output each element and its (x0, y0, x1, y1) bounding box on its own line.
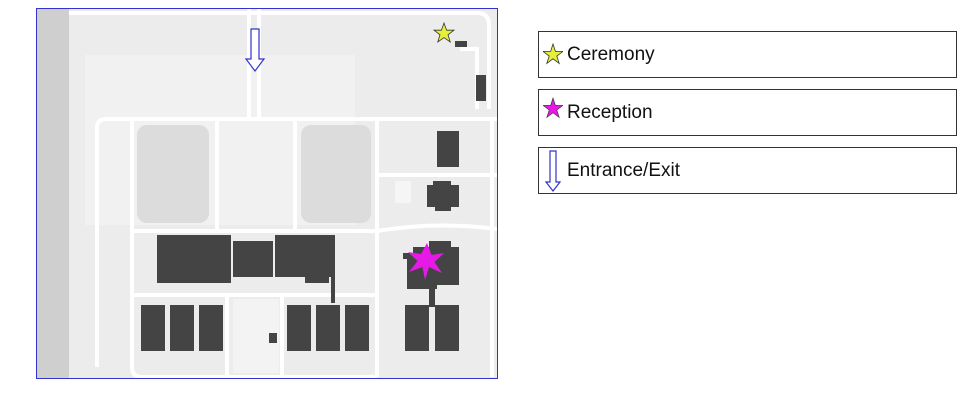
down-arrow-icon (543, 148, 563, 193)
building-connector (331, 275, 335, 303)
legend-item-ceremony[interactable]: Ceremony (538, 31, 957, 78)
building-8 (316, 305, 340, 351)
legend-label-ceremony: Ceremony (567, 44, 655, 65)
map-legend: Ceremony Reception Entrance/Exit (538, 31, 957, 205)
building-6 (199, 305, 223, 351)
building-14 (435, 305, 459, 351)
building-10 (269, 333, 277, 343)
building-3 (275, 235, 335, 277)
star-icon[interactable] (432, 21, 456, 44)
building-13 (405, 305, 429, 351)
legend-item-reception[interactable]: Reception (538, 89, 957, 136)
entrance-marker[interactable] (244, 28, 266, 72)
building-4 (141, 305, 165, 351)
down-arrow-icon[interactable] (244, 28, 266, 72)
building-1 (157, 235, 231, 283)
road-east-curve (376, 223, 497, 233)
star-icon (543, 90, 563, 135)
building-17 (455, 41, 467, 47)
building-2 (233, 241, 273, 277)
ceremony-marker[interactable] (432, 21, 456, 44)
building-7 (287, 305, 311, 351)
building-11 (437, 131, 459, 167)
building-12 (427, 181, 459, 211)
road-north (69, 11, 491, 109)
road-loop-top (95, 117, 497, 128)
map-buildings (141, 41, 486, 351)
legend-item-entrance[interactable]: Entrance/Exit (538, 147, 957, 194)
lot-east (301, 125, 371, 223)
legend-label-reception: Reception (567, 102, 653, 123)
reception-marker[interactable] (408, 243, 444, 280)
road-loop-west (130, 119, 377, 378)
building-5 (170, 305, 194, 351)
map-canvas (37, 9, 497, 378)
map-left-strip (37, 9, 69, 378)
legend-label-entrance: Entrance/Exit (567, 160, 680, 181)
venue-map[interactable] (36, 8, 498, 379)
lot-west (137, 125, 209, 223)
building-3b (305, 271, 329, 283)
building-15 (429, 285, 435, 307)
map-roads (69, 9, 497, 378)
lot-small (395, 181, 411, 203)
building-16 (476, 75, 486, 101)
star-icon (543, 32, 563, 77)
star-icon[interactable] (408, 243, 444, 280)
building-9 (345, 305, 369, 351)
